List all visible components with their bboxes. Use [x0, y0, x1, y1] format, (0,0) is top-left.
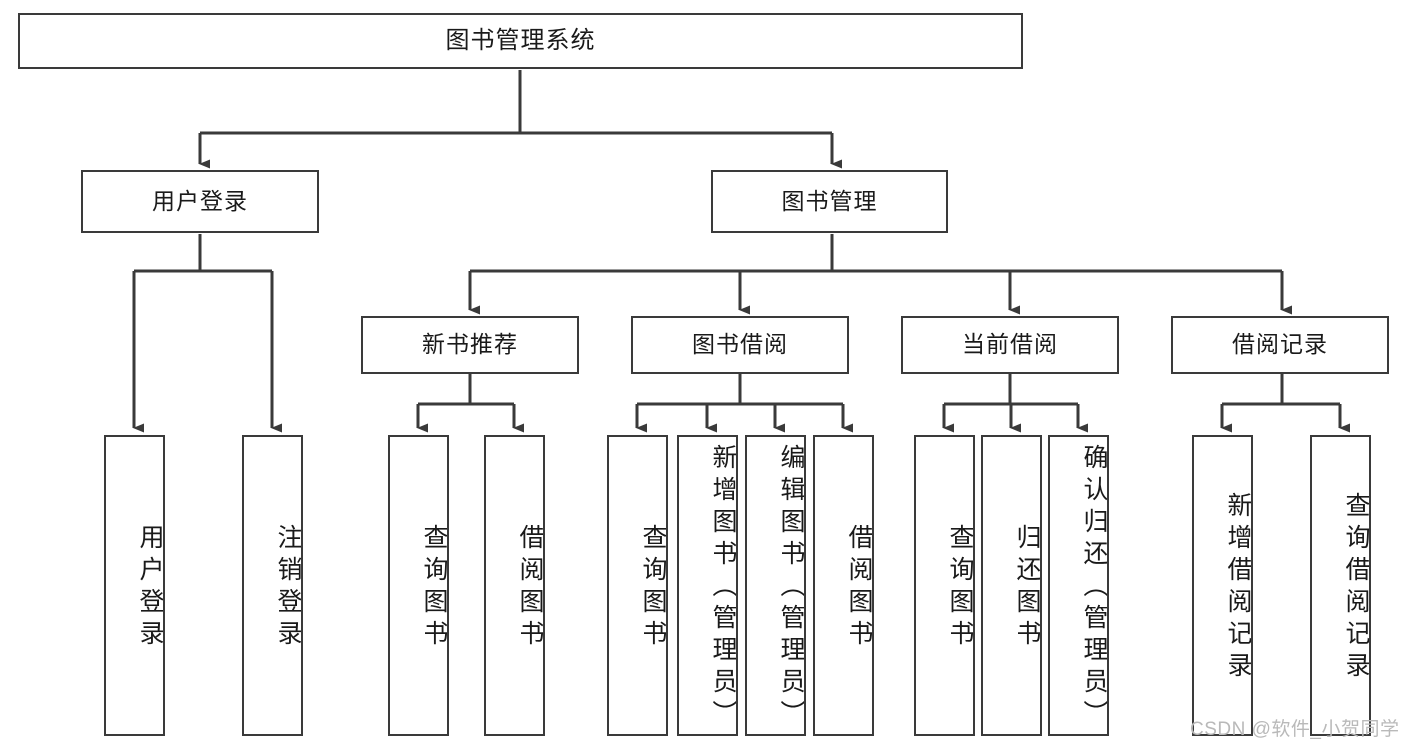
node-leaf-add-book[interactable]: 新增图书（管理员） [677, 435, 738, 736]
node-label: 查询图书 [946, 523, 974, 652]
node-leaf-query-book-current[interactable]: 查询图书 [914, 435, 975, 736]
node-label: 归还图书 [1013, 523, 1041, 652]
node-leaf-query-book-borrow[interactable]: 查询图书 [607, 435, 668, 736]
node-leaf-query-borrow-record[interactable]: 查询借阅记录 [1310, 435, 1371, 736]
node-label: 新增图书（管理员） [709, 443, 737, 732]
node-leaf-borrow-book-recommend[interactable]: 借阅图书 [484, 435, 545, 736]
node-borrow-record[interactable]: 借阅记录 [1171, 316, 1389, 374]
node-label: 查询借阅记录 [1342, 491, 1370, 684]
node-leaf-query-book-recommend[interactable]: 查询图书 [388, 435, 449, 736]
node-label: 借阅记录 [1232, 331, 1328, 358]
node-leaf-user-login[interactable]: 用户登录 [104, 435, 165, 736]
csdn-watermark: CSDN @软件_小贺同学 [1190, 719, 1400, 740]
node-label: 查询图书 [639, 523, 667, 652]
node-label: 注销登录 [274, 523, 302, 652]
node-label: 新增借阅记录 [1224, 491, 1252, 684]
node-leaf-add-borrow-record[interactable]: 新增借阅记录 [1192, 435, 1253, 736]
node-root-book-management-system[interactable]: 图书管理系统 [18, 13, 1023, 69]
node-label: 确认归还（管理员） [1080, 443, 1108, 732]
node-leaf-return-book[interactable]: 归还图书 [981, 435, 1042, 736]
node-label: 借阅图书 [845, 523, 873, 652]
node-label: 用户登录 [152, 187, 248, 214]
node-label: 图书管理系统 [445, 26, 596, 54]
node-label: 当前借阅 [962, 331, 1058, 358]
node-label: 编辑图书（管理员） [777, 443, 805, 732]
node-label: 借阅图书 [516, 523, 544, 652]
node-label: 用户登录 [136, 523, 164, 652]
node-new-book-recommend[interactable]: 新书推荐 [361, 316, 579, 374]
node-label: 新书推荐 [422, 331, 518, 358]
node-user-login[interactable]: 用户登录 [81, 170, 319, 233]
node-leaf-confirm-return[interactable]: 确认归还（管理员） [1048, 435, 1109, 736]
node-book-manage[interactable]: 图书管理 [711, 170, 948, 233]
node-leaf-logout-login[interactable]: 注销登录 [242, 435, 303, 736]
node-leaf-borrow-book[interactable]: 借阅图书 [813, 435, 874, 736]
node-book-borrow[interactable]: 图书借阅 [631, 316, 849, 374]
node-label: 图书借阅 [692, 331, 788, 358]
node-label: 图书管理 [781, 187, 878, 214]
node-leaf-edit-book[interactable]: 编辑图书（管理员） [745, 435, 806, 736]
node-label: 查询图书 [420, 523, 448, 652]
node-current-borrow[interactable]: 当前借阅 [901, 316, 1119, 374]
